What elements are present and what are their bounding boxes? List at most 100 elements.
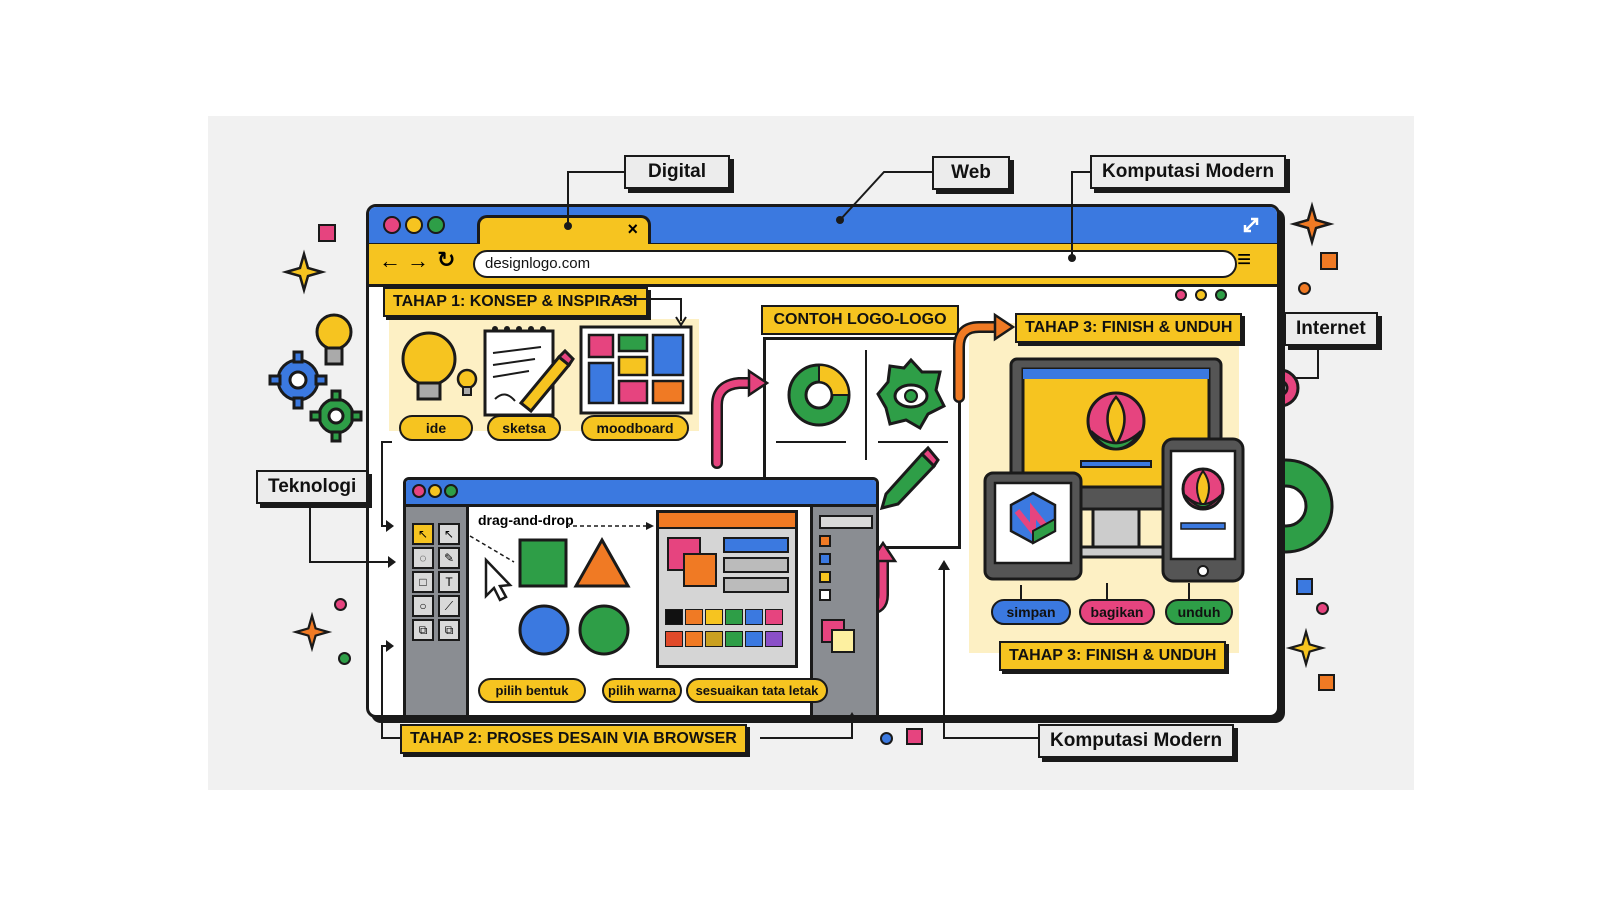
design-editor-window: ↖ ↖ ◌ ✎ □ T ○ ⟋ ⧉ ⧉ drag-and-drop <box>403 477 879 715</box>
tool-panel: ↖ ↖ ◌ ✎ □ T ○ ⟋ ⧉ ⧉ <box>406 507 469 715</box>
color-swatch[interactable] <box>665 631 683 647</box>
layer-item[interactable] <box>819 535 831 547</box>
rectangle-tool-icon[interactable]: □ <box>412 571 434 593</box>
color-dropdown[interactable] <box>723 537 789 553</box>
line-tool-icon[interactable]: ⟋ <box>438 595 460 617</box>
pen-tool-icon[interactable]: ✎ <box>438 547 460 569</box>
copy-tool-icon[interactable]: ⧉ <box>438 619 460 641</box>
moodboard-icon <box>579 325 693 415</box>
choose-shape-button[interactable]: pilih bentuk <box>478 678 586 703</box>
callout-komputasi-top: Komputasi Modern <box>1090 155 1287 189</box>
color-swatch[interactable] <box>765 631 783 647</box>
direct-select-tool-icon[interactable]: ↖ <box>438 523 460 545</box>
layer-item[interactable] <box>819 553 831 565</box>
canvas-shapes <box>469 522 654 656</box>
color-dropdown[interactable] <box>723 557 789 573</box>
select-tool-icon[interactable]: ↖ <box>412 523 434 545</box>
stage1-item-ide: ide <box>399 415 473 441</box>
status-dot <box>1195 289 1207 301</box>
color-swatch[interactable] <box>745 609 763 625</box>
color-swatch[interactable] <box>745 631 763 647</box>
color-swatch[interactable] <box>685 609 703 625</box>
save-button[interactable]: simpan <box>991 599 1071 625</box>
minimize-window-button[interactable] <box>405 216 423 234</box>
lightbulb-icon <box>401 331 478 401</box>
tab-close-icon[interactable]: × <box>627 219 638 239</box>
layer-item[interactable] <box>819 589 831 601</box>
color-swatch[interactable] <box>705 631 723 647</box>
divider-lines <box>776 350 948 460</box>
choose-color-button[interactable]: pilih warna <box>602 678 682 703</box>
layer-item[interactable] <box>819 571 831 583</box>
color-swatch[interactable] <box>725 631 743 647</box>
pencil-icon <box>879 445 940 511</box>
logo-example-ring <box>787 363 851 427</box>
layer-swatch <box>831 629 855 653</box>
callout-teknologi: Teknologi <box>256 470 369 504</box>
browser-tab[interactable]: × <box>477 215 651 249</box>
sparkle-icon <box>1289 201 1335 247</box>
forward-icon[interactable]: → <box>407 248 429 273</box>
confetti-square <box>1296 578 1313 595</box>
stage3-label-bottom: TAHAP 3: FINISH & UNDUH <box>999 641 1227 671</box>
confetti-square <box>1320 252 1338 270</box>
browser-window: × ← → ↻ designlogo.com ≡ TAHAP 1: KONSEP… <box>366 204 1280 718</box>
confetti-dot <box>338 652 351 665</box>
drag-drop-label: drag-and-drop <box>478 512 574 528</box>
reload-icon[interactable]: ↻ <box>437 247 456 272</box>
stroke-color-swatch[interactable] <box>683 553 717 587</box>
confetti-square <box>318 224 336 242</box>
confetti-dot <box>334 598 347 611</box>
editor-close-button[interactable] <box>412 484 426 498</box>
confetti-square <box>1318 674 1335 691</box>
editor-maximize-button[interactable] <box>444 484 458 498</box>
color-swatch[interactable] <box>665 609 683 625</box>
callout-digital: Digital <box>624 155 730 189</box>
status-dot <box>1175 289 1187 301</box>
callout-komputasi-bottom: Komputasi Modern <box>1038 724 1235 758</box>
status-dot <box>1215 289 1227 301</box>
tablet-icon <box>983 471 1083 581</box>
lasso-tool-icon[interactable]: ◌ <box>412 547 434 569</box>
color-swatch[interactable] <box>685 631 703 647</box>
callout-web: Web <box>932 156 1010 190</box>
confetti-dot <box>1298 282 1311 295</box>
color-swatch[interactable] <box>725 609 743 625</box>
group-tool-icon[interactable]: ⧉ <box>412 619 434 641</box>
maximize-window-button[interactable] <box>427 216 445 234</box>
text-tool-icon[interactable]: T <box>438 571 460 593</box>
logo-example-star <box>876 357 947 431</box>
stage2-label: TAHAP 2: PROSES DESAIN VIA BROWSER <box>400 724 747 754</box>
sparkle-icon <box>291 611 333 653</box>
menu-icon[interactable]: ≡ <box>1237 246 1252 273</box>
color-swatch[interactable] <box>765 609 783 625</box>
address-bar: ← → ↻ designlogo.com ≡ <box>369 244 1277 287</box>
url-input[interactable]: designlogo.com <box>473 250 1237 278</box>
back-icon[interactable]: ← <box>379 248 401 273</box>
editor-titlebar <box>406 480 876 507</box>
callout-internet: Internet <box>1284 312 1378 346</box>
expand-icon[interactable] <box>1241 215 1261 235</box>
adjust-layout-button[interactable]: sesuaikan tata letak <box>686 678 828 703</box>
confetti-square <box>906 728 923 745</box>
color-dropdown[interactable] <box>723 577 789 593</box>
examples-label: CONTOH LOGO-LOGO <box>761 305 959 335</box>
connector-arrow <box>615 298 687 327</box>
gear-icon <box>309 389 363 443</box>
lightbulb-icon <box>315 313 353 366</box>
ellipse-tool-icon[interactable]: ○ <box>412 595 434 617</box>
sparkle-icon <box>281 249 327 295</box>
confetti-dot <box>1316 602 1329 615</box>
color-swatch[interactable] <box>705 609 723 625</box>
stage1-item-sketsa: sketsa <box>487 415 561 441</box>
confetti-dot <box>880 732 893 745</box>
phone-icon <box>1161 437 1245 583</box>
color-picker-panel <box>656 510 798 668</box>
share-button[interactable]: bagikan <box>1079 599 1155 625</box>
sparkle-icon <box>1285 627 1327 669</box>
download-button[interactable]: unduh <box>1165 599 1233 625</box>
close-window-button[interactable] <box>383 216 401 234</box>
layers-header <box>819 515 873 529</box>
editor-minimize-button[interactable] <box>428 484 442 498</box>
